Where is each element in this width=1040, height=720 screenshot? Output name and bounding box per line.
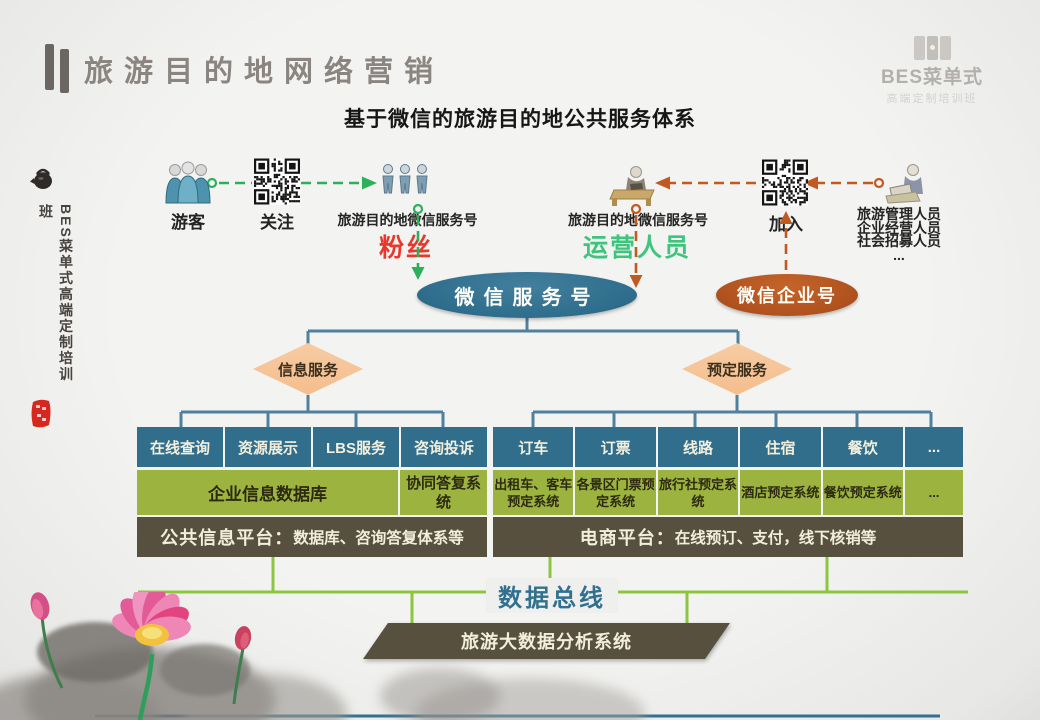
title-accent-bar <box>60 49 69 93</box>
info-item-cell: 资源展示 <box>225 427 311 467</box>
bigdata-analysis-node: 旅游大数据分析系统 <box>363 623 730 659</box>
brand-vertical-text: BES菜单式高端定制培训班 <box>38 204 74 383</box>
wechat-enterprise-account-ellipse: 微信企业号 <box>716 274 858 316</box>
lotus-decoration <box>0 592 645 720</box>
wechat-enterprise-account-text: 微信企业号 <box>737 286 837 306</box>
booking-item-cell: 订车 <box>493 427 574 467</box>
followers-group-icon <box>382 164 428 194</box>
info-green-row: 企业信息数据库 协同答复系统 <box>137 470 487 515</box>
qr-code-follow <box>254 158 300 205</box>
enterprise-db-cell: 企业信息数据库 <box>137 470 398 515</box>
booking-system-cell: 酒店预定系统 <box>740 470 821 515</box>
info-item-cell: 在线查询 <box>137 427 223 467</box>
booking-systems-row: 出租车、客车预定系统各景区门票预定系统旅行社预定系统酒店预定系统餐饮预定系统..… <box>493 470 963 515</box>
staff-roles-list: 旅游管理人员企业经营人员社会招募人员... <box>845 206 953 263</box>
booking-system-cell: 旅行社预定系统 <box>657 470 739 515</box>
operator-desk-icon <box>609 166 655 206</box>
staff-role: 旅游管理人员 <box>857 206 941 222</box>
service-account-label-right: 旅游目的地微信服务号 <box>568 212 708 228</box>
brand-logo-top-right: BES菜单式 高端定制培训班 <box>872 36 992 106</box>
visitors-group-icon <box>165 161 211 204</box>
booking-system-cell: 出租车、客车预定系统 <box>493 470 574 515</box>
teapot-icon <box>30 168 52 189</box>
booking-system-cell: 餐饮预定系统 <box>822 470 903 515</box>
fans-label: 粉丝 <box>378 234 433 262</box>
booking-system-cell: 各景区门票预定系统 <box>575 470 656 515</box>
title-accent-bar <box>45 44 54 90</box>
qr-code-join <box>762 159 808 206</box>
booking-system-cell: ... <box>905 470 963 515</box>
diagram-title: 基于微信的旅游目的地公共服务体系 <box>344 108 696 131</box>
books-icon <box>872 36 992 60</box>
info-item-cell: LBS服务 <box>313 427 399 467</box>
red-seal-icon <box>31 399 51 428</box>
data-bus-label: 数据总线 <box>486 578 618 613</box>
staff-laptop-icon <box>885 164 923 204</box>
booking-item-cell: 线路 <box>657 427 739 467</box>
brand-subtitle: 高端定制培训班 <box>886 93 978 105</box>
wechat-service-account-text: 微信服务号 <box>454 286 600 309</box>
wechat-service-account-ellipse: 微信服务号 <box>417 272 637 318</box>
page-title: 旅游目的地网络营销 <box>84 56 445 88</box>
staff-role: 企业经营人员 <box>857 219 941 236</box>
coop-reply-cell: 协同答复系统 <box>400 470 487 515</box>
staff-role: 社会招募人员 <box>857 233 941 249</box>
booking-item-cell: 餐饮 <box>822 427 903 467</box>
service-account-label-left: 旅游目的地微信服务号 <box>337 212 478 228</box>
brand-name: BES菜单式 <box>880 67 984 88</box>
lotus-flower <box>112 592 191 646</box>
staff-role: ... <box>893 246 905 263</box>
booking-item-cell: 订票 <box>575 427 656 467</box>
visitors-label: 游客 <box>171 213 205 232</box>
booking-item-cell: ... <box>905 427 963 467</box>
follow-label: 关注 <box>260 213 294 232</box>
info-item-cell: 咨询投诉 <box>401 427 487 467</box>
ecommerce-platform-band: 电商平台：在线预订、支付，线下核销等 <box>493 517 963 557</box>
booking-item-cell: 住宿 <box>740 427 821 467</box>
public-info-platform-band: 公共信息平台：数据库、咨询答复体系等 <box>137 517 487 557</box>
booking-items-row: 订车订票线路住宿餐饮... <box>493 427 963 467</box>
join-label: 加入 <box>769 215 803 234</box>
